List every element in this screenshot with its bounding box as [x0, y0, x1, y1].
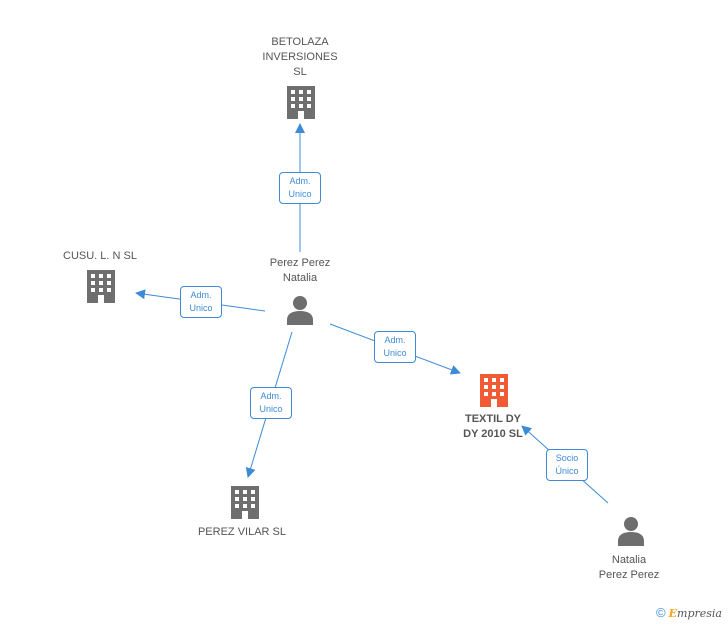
edge-badge-to-betolaza[interactable]: Adm. Unico — [279, 172, 321, 204]
brand-footer[interactable]: ©Empresia — [656, 605, 722, 620]
perez-natalia-label-line-1: Perez Perez — [269, 257, 331, 269]
edge-badge-role: Adm. — [289, 176, 311, 186]
textil-label-line-1: TEXTIL DY — [464, 413, 522, 425]
brand-name-rest: mpresia — [677, 607, 722, 620]
perez-vilar-building-icon[interactable] — [231, 486, 259, 519]
perez-natalia-label[interactable]: Perez Perez Natalia — [240, 256, 360, 286]
natalia-perez-label-line-1: Natalia — [611, 554, 647, 566]
edge-badge-role-detail: Unico — [189, 303, 213, 313]
cusu-building-icon[interactable] — [87, 270, 115, 303]
cusu-label[interactable]: CUSU. L. N SL — [40, 249, 160, 264]
edge-badge-role-detail: Unico — [288, 189, 312, 199]
edge-badge-role: Adm. — [384, 335, 406, 345]
edge-badge-role: Socio — [555, 453, 579, 463]
edge-badge-role: Adm. — [260, 391, 282, 401]
textil-label-line-2: DY 2010 SL — [463, 428, 523, 440]
edge-badge-role-detail: Único — [555, 466, 579, 476]
edge-badge-to-textil[interactable]: Adm. Unico — [374, 331, 416, 363]
natalia-perez-label-line-2: Perez Perez — [598, 569, 660, 581]
betolaza-building-icon[interactable] — [287, 86, 315, 119]
betolaza-label-line-3: SL — [293, 66, 307, 78]
natalia-perez-label[interactable]: Natalia Perez Perez — [569, 553, 689, 583]
brand-logo: Empresia — [669, 607, 722, 620]
textil-label[interactable]: TEXTIL DY DY 2010 SL — [433, 412, 553, 442]
perez-natalia-person-icon[interactable] — [287, 296, 313, 325]
edge-badge-to-perez-vilar[interactable]: Adm. Unico — [250, 387, 292, 419]
perez-vilar-label-line-1: PEREZ VILAR SL — [197, 526, 287, 538]
edge-badge-role-detail: Unico — [383, 348, 407, 358]
edge-badge-role-detail: Unico — [259, 404, 283, 414]
betolaza-label[interactable]: BETOLAZA INVERSIONES SL — [240, 35, 360, 80]
perez-natalia-label-line-2: Natalia — [282, 272, 318, 284]
betolaza-label-line-2: INVERSIONES — [262, 51, 338, 63]
copyright-symbol: © — [656, 605, 666, 620]
textil-building-icon[interactable] — [480, 374, 508, 407]
brand-initial: E — [668, 607, 678, 620]
cusu-label-line-1: CUSU. L. N SL — [63, 250, 137, 262]
edge-badge-socio-textil[interactable]: Socio Único — [546, 449, 588, 481]
natalia-perez-person-icon[interactable] — [618, 517, 644, 546]
perez-vilar-label[interactable]: PEREZ VILAR SL — [182, 525, 302, 540]
betolaza-label-line-1: BETOLAZA — [271, 36, 329, 48]
edge-badge-to-cusu[interactable]: Adm. Unico — [180, 286, 222, 318]
edge-badge-role: Adm. — [190, 290, 212, 300]
